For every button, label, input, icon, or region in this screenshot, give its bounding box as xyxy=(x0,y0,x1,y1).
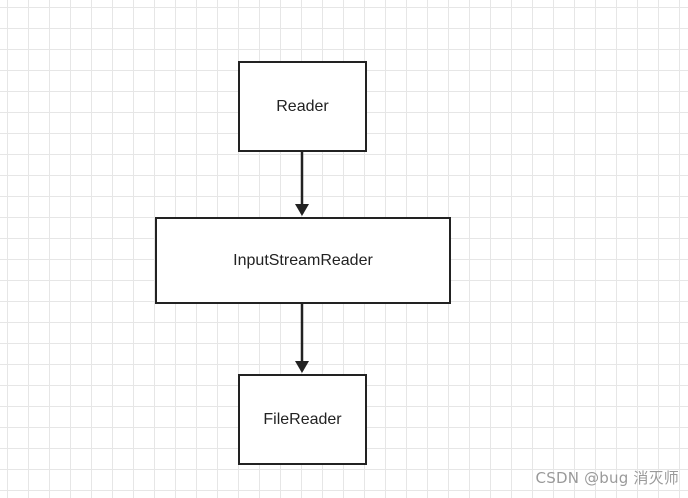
node-reader: Reader xyxy=(238,61,367,152)
node-inputstreamreader: InputStreamReader xyxy=(155,217,451,304)
node-inputstreamreader-label: InputStreamReader xyxy=(233,251,373,269)
node-reader-label: Reader xyxy=(276,97,329,115)
watermark-text: CSDN @bug 消灭师 xyxy=(535,469,679,487)
node-filereader-label: FileReader xyxy=(263,410,342,428)
node-filereader: FileReader xyxy=(238,374,367,465)
